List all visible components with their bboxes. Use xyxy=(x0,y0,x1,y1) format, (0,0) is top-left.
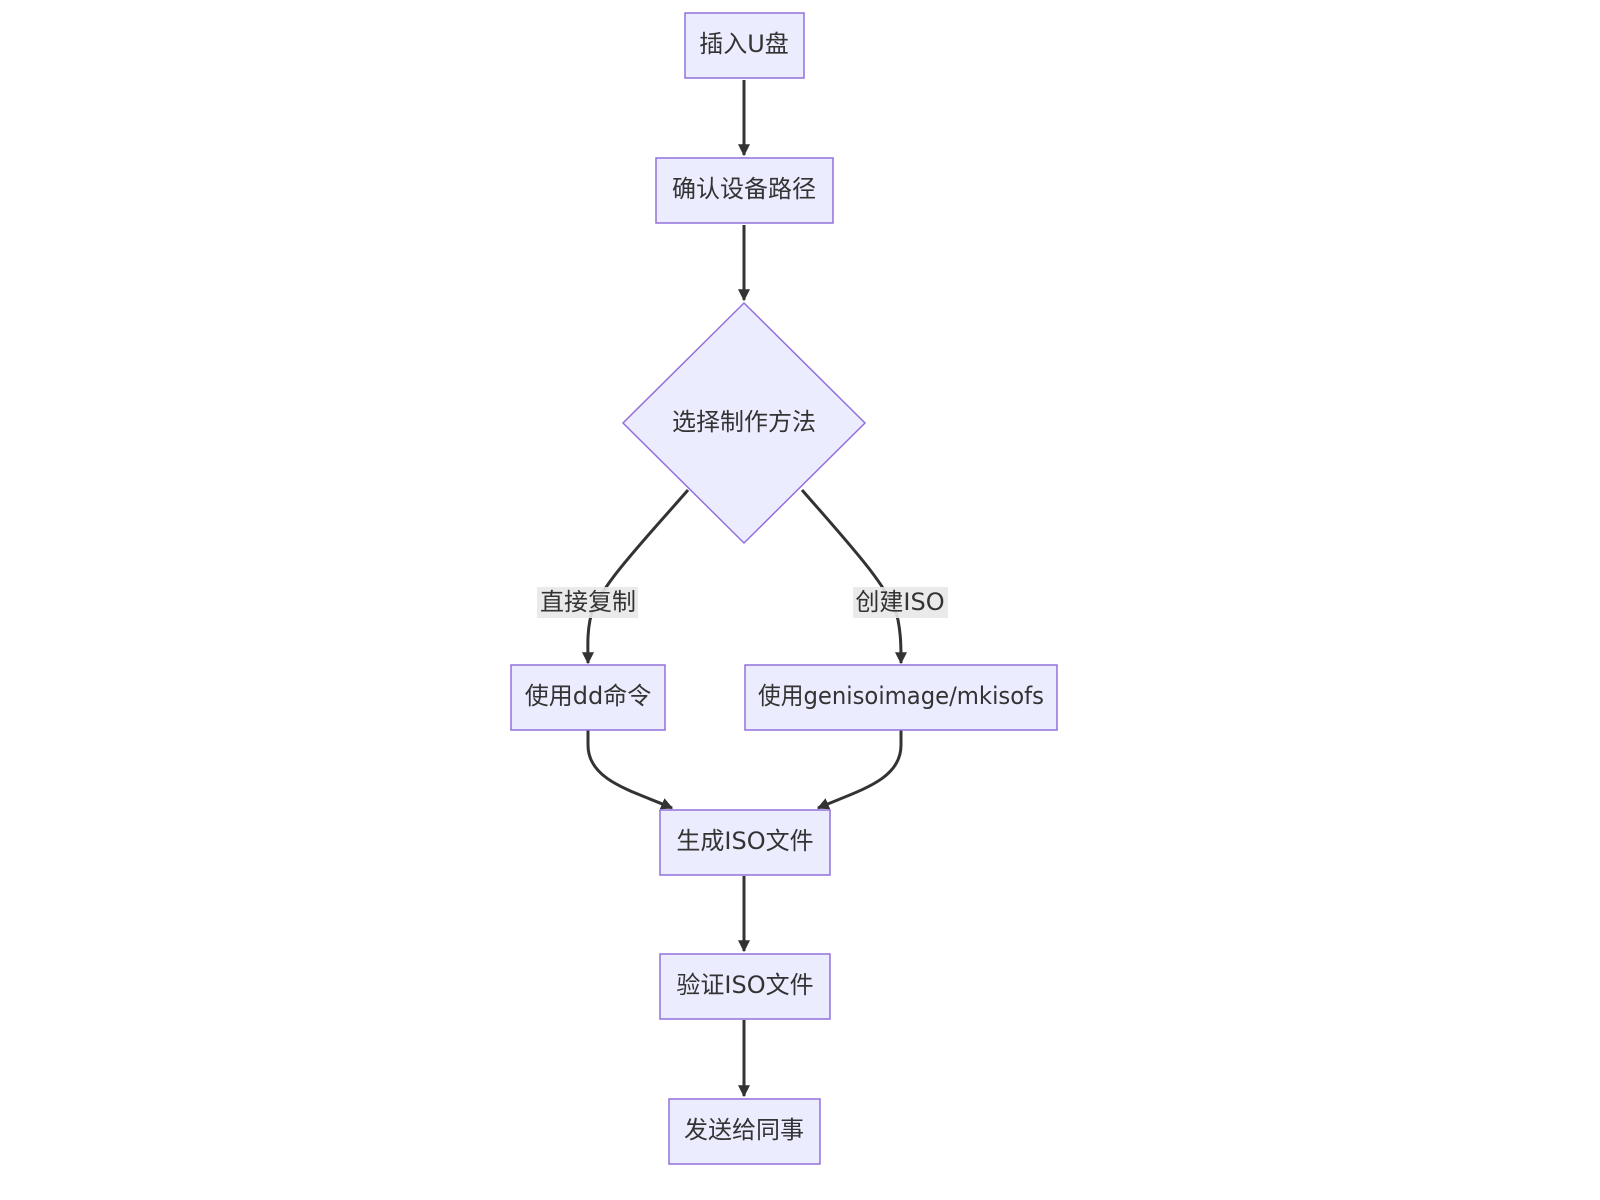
edge-dd-to-generate xyxy=(586,730,674,810)
node-use-dd-label: 使用dd命令 xyxy=(525,682,651,710)
node-generate-iso: 生成ISO文件 xyxy=(659,809,831,876)
node-choose-method: 选择制作方法 xyxy=(621,301,867,545)
node-use-dd: 使用dd命令 xyxy=(510,664,666,731)
node-confirm-device-path: 确认设备路径 xyxy=(655,157,834,224)
edge-label-create-iso: 创建ISO xyxy=(853,587,948,618)
node-send-to-colleague-label: 发送给同事 xyxy=(684,1116,804,1144)
node-choose-method-label: 选择制作方法 xyxy=(672,408,816,436)
node-verify-iso: 验证ISO文件 xyxy=(659,953,831,1020)
edge-label-direct-copy: 直接复制 xyxy=(537,587,638,618)
node-send-to-colleague: 发送给同事 xyxy=(668,1098,821,1165)
node-use-genisoimage: 使用genisoimage/mkisofs xyxy=(744,664,1058,731)
node-generate-iso-label: 生成ISO文件 xyxy=(676,827,813,855)
edge-choose-to-dd xyxy=(581,489,690,665)
node-use-genisoimage-label: 使用genisoimage/mkisofs xyxy=(758,682,1044,710)
edge-genisoimage-to-generate xyxy=(816,730,903,810)
node-verify-iso-label: 验证ISO文件 xyxy=(676,971,813,999)
node-confirm-device-path-label: 确认设备路径 xyxy=(672,175,816,203)
node-insert-usb-label: 插入U盘 xyxy=(699,30,789,58)
edge-choose-to-genisoimage xyxy=(800,489,907,665)
edge-label-create-iso-text: 创建ISO xyxy=(855,588,944,616)
edge-label-direct-copy-text: 直接复制 xyxy=(540,588,636,616)
node-insert-usb: 插入U盘 xyxy=(684,12,805,79)
